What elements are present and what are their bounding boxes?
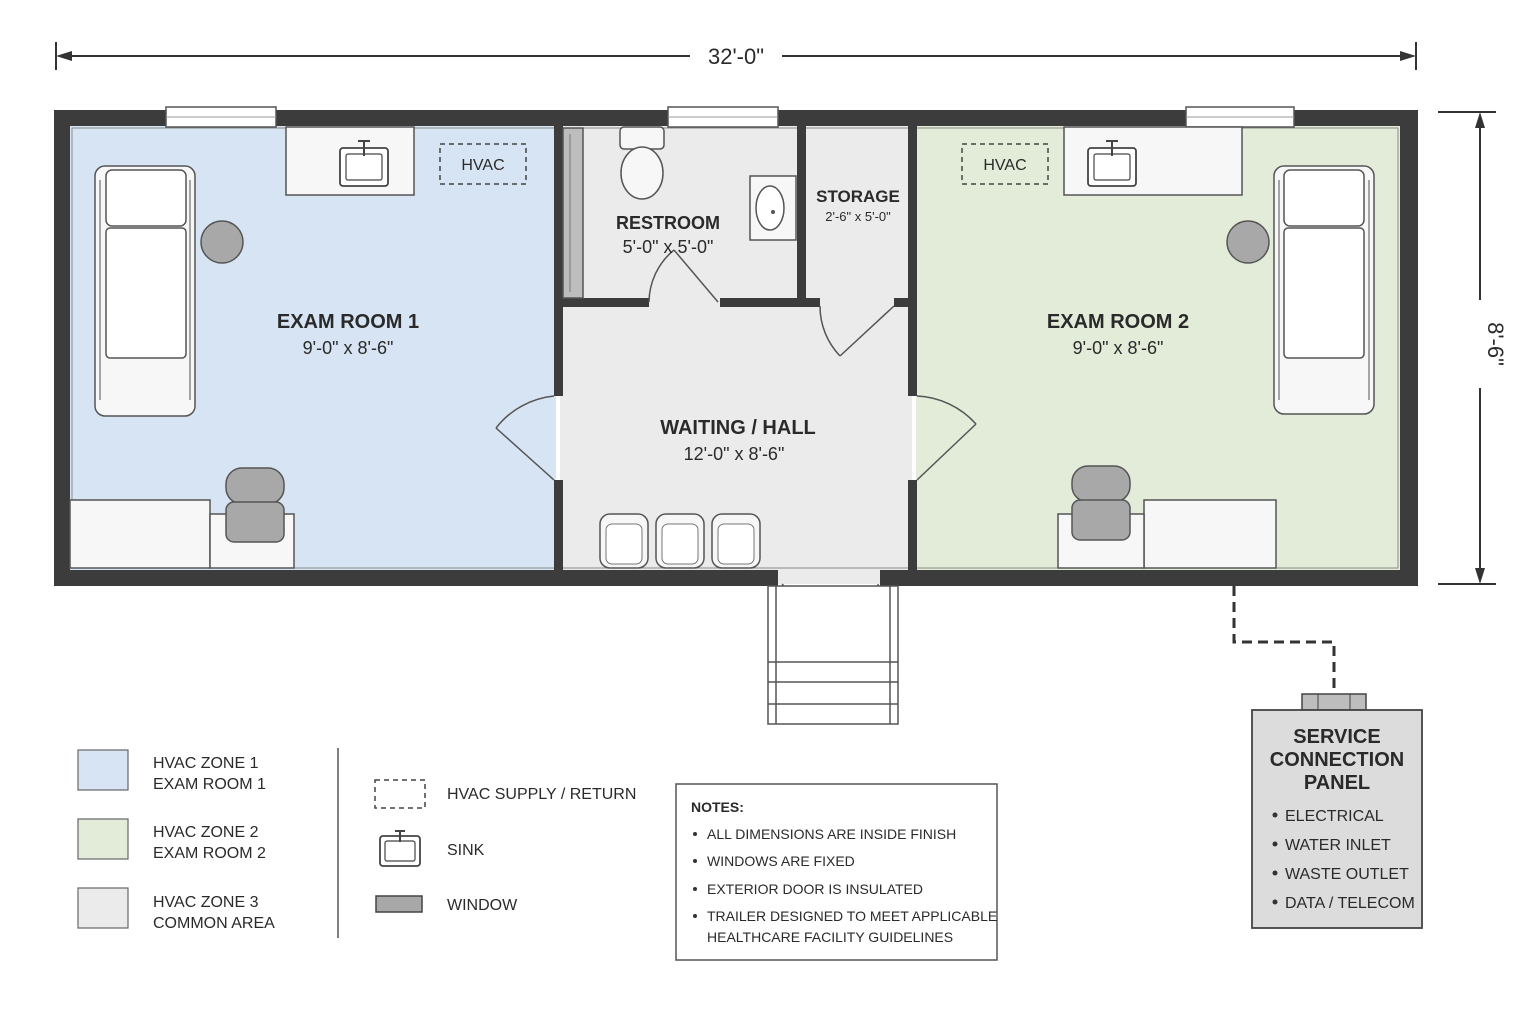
zone-3-swatch <box>77 887 129 929</box>
height-dimension: 8'-6" <box>1438 111 1508 585</box>
waiting-hall-size: 12'-0" x 8'-6" <box>684 444 785 464</box>
exam-table <box>1273 165 1375 415</box>
panel-item: WASTE OUTLET <box>1285 866 1409 883</box>
zone-legend: HVAC ZONE 1 EXAM ROOM 1 HVAC ZONE 2 EXAM… <box>77 749 275 932</box>
window <box>1185 106 1295 128</box>
entry-threshold <box>768 570 900 584</box>
bullet-icon <box>1272 812 1278 818</box>
bullet-icon <box>693 832 697 836</box>
toilet-icon <box>619 126 665 200</box>
office-chair <box>1071 465 1131 541</box>
panel-item: DATA / TELECOM <box>1285 895 1415 912</box>
bullet-icon <box>1272 841 1278 847</box>
zone-legend-subtitle: EXAM ROOM 2 <box>153 845 266 862</box>
hvac-label: HVAC <box>461 157 504 174</box>
exam-room-1-size: 9'-0" x 8'-6" <box>303 338 394 358</box>
bullet-icon <box>693 859 697 863</box>
zone-legend-title: HVAC ZONE 1 <box>153 755 259 772</box>
window <box>165 106 277 128</box>
hvac-dashed-box-icon <box>374 779 426 809</box>
counter-with-sink <box>285 126 415 196</box>
entry-stairs <box>767 585 899 725</box>
service-connection-line <box>1232 586 1336 696</box>
zone-legend-subtitle: EXAM ROOM 1 <box>153 776 266 793</box>
notes-box: NOTES: ALL DIMENSIONS ARE INSIDE FINISH … <box>675 783 998 961</box>
exam-room-1-name: EXAM ROOM 1 <box>277 311 419 333</box>
note-item: EXTERIOR DOOR IS INSULATED <box>707 881 923 897</box>
panel-title-line: PANEL <box>1304 772 1370 794</box>
bullet-icon <box>693 914 697 918</box>
waiting-chair <box>599 513 649 569</box>
stool-icon <box>200 220 244 264</box>
panel-title-line: CONNECTION <box>1270 749 1404 771</box>
waiting-chair <box>655 513 705 569</box>
zone-legend-title: HVAC ZONE 3 <box>153 894 259 911</box>
bullet-icon <box>693 887 697 891</box>
bullet-icon <box>1272 899 1278 905</box>
stool-icon <box>1226 220 1270 264</box>
counter-with-sink <box>1063 126 1243 196</box>
legend-symbol-label: SINK <box>447 842 485 859</box>
waiting-hall-name: WAITING / HALL <box>660 417 816 439</box>
hvac-vent: HVAC <box>439 143 527 185</box>
exam-table <box>94 165 196 417</box>
notes-title: NOTES: <box>691 799 744 815</box>
legend-symbol-label: WINDOW <box>447 897 518 914</box>
window-icon <box>375 895 423 913</box>
restroom-name: RESTROOM <box>616 213 720 233</box>
note-item: HEALTHCARE FACILITY GUIDELINES <box>707 929 953 945</box>
storage-name: STORAGE <box>816 187 900 206</box>
bullet-icon <box>1272 870 1278 876</box>
panel-item: WATER INLET <box>1285 837 1391 854</box>
exterior-walls <box>54 110 1418 586</box>
interior-walls <box>554 126 917 572</box>
sink-icon <box>749 175 797 241</box>
sink-icon <box>379 830 421 867</box>
window <box>667 106 779 128</box>
exam-room-2-size: 9'-0" x 8'-6" <box>1073 338 1164 358</box>
common-area-zone <box>560 126 912 570</box>
symbol-legend: HVAC SUPPLY / RETURN SINK WINDOW <box>374 779 636 914</box>
waiting-chair <box>711 513 761 569</box>
hvac-label: HVAC <box>983 157 1026 174</box>
note-item: WINDOWS ARE FIXED <box>707 853 855 869</box>
hvac-vent: HVAC <box>961 143 1049 185</box>
shower-grab-bar <box>562 127 584 299</box>
zone-legend-title: HVAC ZONE 2 <box>153 824 259 841</box>
width-dimension: 32'-0" <box>55 42 1417 70</box>
height-dimension-label: 8'-6" <box>1483 322 1508 366</box>
storage-size: 2'-6" x 5'-0" <box>825 209 891 224</box>
width-dimension-label: 32'-0" <box>708 44 764 69</box>
panel-item: ELECTRICAL <box>1285 808 1384 825</box>
legend-symbol-label: HVAC SUPPLY / RETURN <box>447 786 636 803</box>
zone-2-swatch <box>77 818 129 860</box>
exam-room-2-name: EXAM ROOM 2 <box>1047 311 1189 333</box>
note-item: TRAILER DESIGNED TO MEET APPLICABLE <box>707 908 997 924</box>
service-connection-panel: SERVICE CONNECTION PANEL ELECTRICAL WATE… <box>1251 693 1423 929</box>
zone-1-swatch <box>77 749 129 791</box>
note-item: ALL DIMENSIONS ARE INSIDE FINISH <box>707 826 956 842</box>
office-chair <box>225 467 285 543</box>
restroom-size: 5'-0" x 5'-0" <box>623 237 714 257</box>
panel-title-line: SERVICE <box>1293 726 1380 748</box>
zone-legend-subtitle: COMMON AREA <box>153 915 275 932</box>
